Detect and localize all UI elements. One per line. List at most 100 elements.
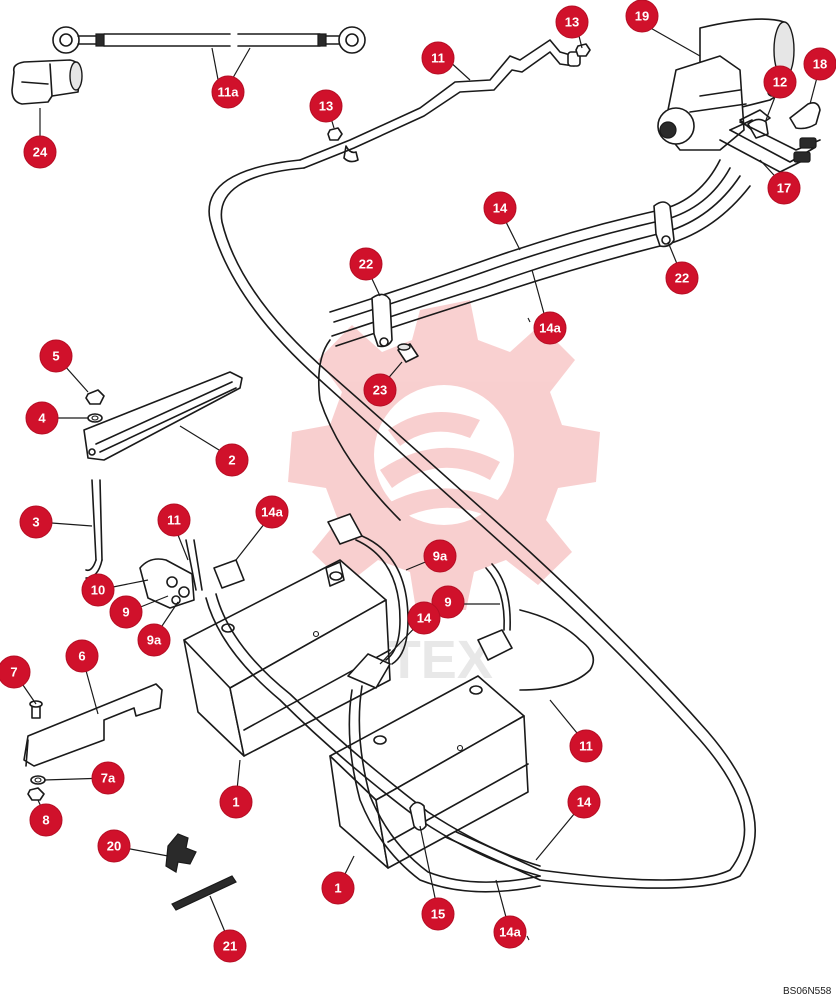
hex-nut-13-left — [327, 127, 343, 141]
callout-1-left[interactable]: 1 — [219, 785, 253, 819]
spacer-23 — [397, 343, 419, 363]
callout-7a[interactable]: 7a — [91, 761, 125, 795]
battery-1-right — [329, 675, 529, 869]
cable-bundle-14 — [317, 159, 751, 521]
svg-text:5: 5 — [52, 349, 59, 364]
callout-19[interactable]: 19 — [625, 0, 659, 33]
callout-6[interactable]: 6 — [65, 639, 99, 673]
battery-cable-11 — [208, 39, 757, 889]
callout-13-top[interactable]: 13 — [555, 5, 589, 39]
disconnect-switch-10 — [139, 539, 203, 609]
svg-text:1: 1 — [232, 795, 239, 810]
svg-text:9: 9 — [444, 595, 451, 610]
callout-4[interactable]: 4 — [25, 401, 59, 435]
callout-9-right[interactable]: 9 — [431, 585, 465, 619]
svg-text:22: 22 — [359, 257, 373, 272]
callout-14a-bottom[interactable]: 14a — [493, 915, 527, 949]
svg-text:23: 23 — [373, 383, 387, 398]
svg-text:4: 4 — [38, 411, 46, 426]
terminal-boot-24 — [11, 59, 83, 105]
svg-text:7: 7 — [10, 665, 17, 680]
svg-text:19: 19 — [635, 9, 649, 24]
callout-14-mid[interactable]: 14 — [407, 601, 441, 635]
callout-17[interactable]: 17 — [767, 171, 801, 205]
j-bolt-3 — [85, 479, 103, 579]
svg-text:9a: 9a — [433, 549, 448, 564]
callout-23[interactable]: 23 — [363, 373, 397, 407]
callout-11-top[interactable]: 11 — [421, 41, 455, 75]
svg-text:24: 24 — [33, 145, 48, 160]
svg-text:13: 13 — [565, 15, 579, 30]
svg-text:7a: 7a — [101, 771, 116, 786]
callout-2[interactable]: 2 — [215, 443, 249, 477]
callout-3[interactable]: 3 — [19, 505, 53, 539]
svg-text:21: 21 — [223, 939, 237, 954]
callout-11-bottom[interactable]: 11 — [569, 729, 603, 763]
svg-text:22: 22 — [675, 271, 689, 286]
watermark-gear-logo — [288, 300, 600, 610]
callout-14a-mid[interactable]: 14a — [255, 495, 289, 529]
callout-14a-top[interactable]: 14a — [533, 311, 567, 345]
svg-text:13: 13 — [319, 99, 333, 114]
svg-text:14: 14 — [417, 611, 432, 626]
callout-9a-left[interactable]: 9a — [137, 623, 171, 657]
svg-text:20: 20 — [107, 839, 121, 854]
callout-9-left[interactable]: 9 — [109, 595, 143, 629]
callout-9a-right[interactable]: 9a — [423, 539, 457, 573]
callout-18[interactable]: 18 — [803, 47, 836, 81]
callout-15[interactable]: 15 — [421, 897, 455, 931]
callout-13-left[interactable]: 13 — [309, 89, 343, 123]
svg-text:11: 11 — [167, 513, 181, 528]
callout-14-bottom[interactable]: 14 — [567, 785, 601, 819]
svg-text:9a: 9a — [147, 633, 162, 648]
battery-1-left — [183, 559, 391, 757]
hex-nut-13-top — [575, 43, 591, 57]
svg-text:11a: 11a — [218, 85, 240, 100]
callout-14-top[interactable]: 14 — [483, 191, 517, 225]
svg-text:14a: 14a — [261, 505, 283, 520]
callout-10[interactable]: 10 — [81, 573, 115, 607]
svg-text:12: 12 — [773, 75, 787, 90]
callout-11-mid[interactable]: 11 — [157, 503, 191, 537]
svg-text:15: 15 — [431, 907, 445, 922]
svg-text:1: 1 — [334, 881, 341, 896]
callout-24[interactable]: 24 — [23, 135, 57, 169]
callout-20[interactable]: 20 — [97, 829, 131, 863]
callout-5[interactable]: 5 — [39, 339, 73, 373]
mounting-plate-6 — [23, 683, 163, 767]
callout-8[interactable]: 8 — [29, 803, 63, 837]
cable-clamp-22-left — [371, 293, 393, 348]
callout-22-left[interactable]: 22 — [349, 247, 383, 281]
cable-tie-15 — [409, 801, 427, 831]
svg-text:3: 3 — [32, 515, 39, 530]
svg-text:8: 8 — [42, 813, 49, 828]
callout-22-right[interactable]: 22 — [665, 261, 699, 295]
callouts: 11a 24 13 11 13 19 12 18 17 14 22 22 14a… — [0, 0, 836, 963]
callout-21[interactable]: 21 — [213, 929, 247, 963]
svg-text:14: 14 — [577, 795, 592, 810]
strip-21 — [171, 875, 237, 911]
washer-4 — [87, 413, 103, 423]
svg-text:17: 17 — [777, 181, 791, 196]
callout-11a[interactable]: 11a — [211, 75, 245, 109]
callout-1-right[interactable]: 1 — [321, 871, 355, 905]
nut-8 — [27, 787, 45, 801]
svg-text:11: 11 — [579, 739, 593, 754]
svg-text:9: 9 — [122, 605, 129, 620]
washer-7a — [30, 775, 46, 785]
callout-7[interactable]: 7 — [0, 655, 31, 689]
cable-clamp-22-right — [653, 201, 675, 248]
tick-mark — [526, 935, 530, 941]
callout-12[interactable]: 12 — [763, 65, 797, 99]
figure-code: BS06N558 — [783, 986, 832, 997]
svg-text:2: 2 — [228, 453, 235, 468]
svg-text:14a: 14a — [499, 925, 521, 940]
svg-text:14a: 14a — [539, 321, 561, 336]
svg-text:11: 11 — [431, 51, 445, 66]
terminal-cover-18 — [789, 102, 821, 130]
ground-strap-11a — [52, 26, 366, 54]
svg-text:10: 10 — [91, 583, 105, 598]
battery-cable-9 — [477, 563, 513, 661]
starter-cables-17 — [719, 121, 821, 173]
